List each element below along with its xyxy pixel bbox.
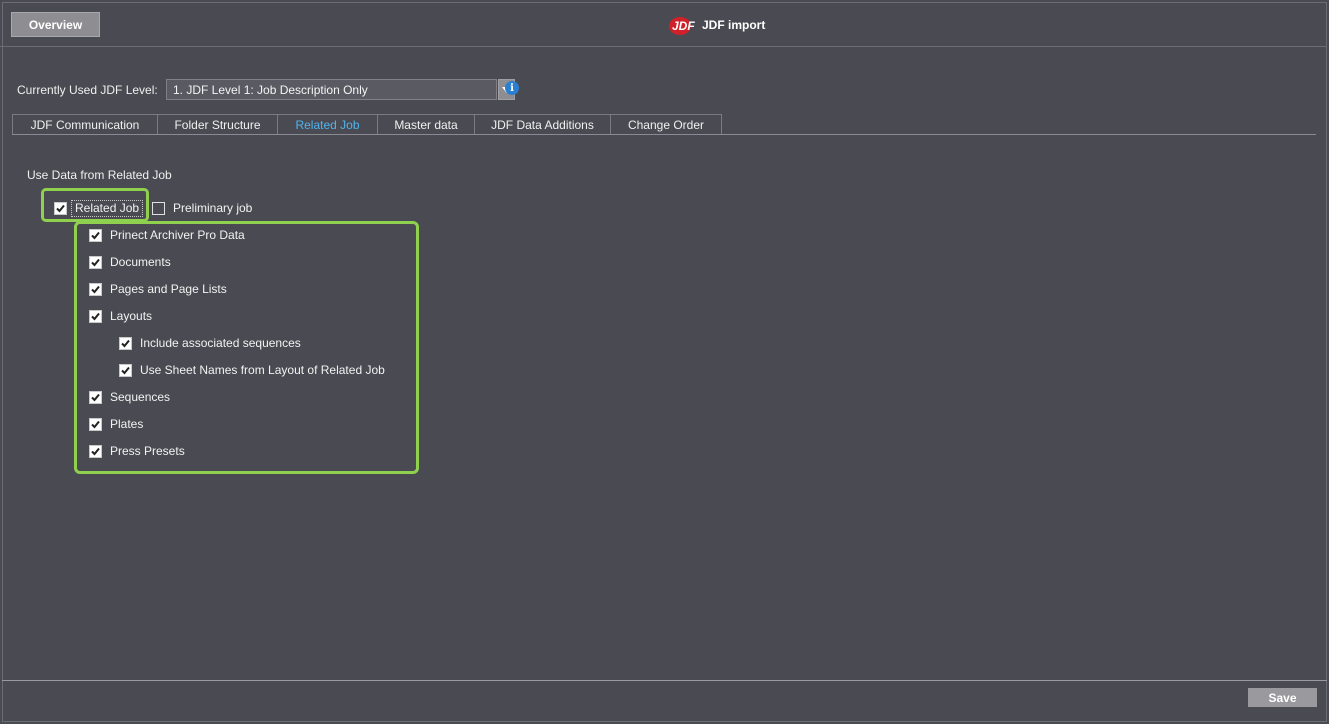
tab-jdf-data-additions[interactable]: JDF Data Additions: [474, 114, 611, 135]
option-include-sequences[interactable]: Include associated sequences: [119, 335, 301, 351]
checkmark-icon: [91, 420, 100, 428]
option-sheet-names[interactable]: Use Sheet Names from Layout of Related J…: [119, 362, 385, 378]
preliminary-job-label: Preliminary job: [173, 201, 253, 215]
jdf-level-select[interactable]: 1. JDF Level 1: Job Description Only: [166, 79, 497, 100]
related-job-checkbox[interactable]: [54, 201, 67, 215]
prinect-archiver-checkbox[interactable]: [89, 228, 102, 242]
tab-bar: JDF Communication Folder Structure Relat…: [12, 114, 722, 135]
tab-related-job[interactable]: Related Job: [277, 114, 378, 135]
tab-jdf-communication[interactable]: JDF Communication: [12, 114, 158, 135]
option-press-presets[interactable]: Press Presets: [89, 443, 185, 459]
related-job-label: Related Job: [75, 201, 140, 215]
top-bar: Overview JDF JDF import: [0, 0, 1327, 47]
layouts-checkbox[interactable]: [89, 309, 102, 323]
checkmark-icon: [91, 258, 100, 266]
checkmark-icon: [91, 285, 100, 293]
pages-checkbox[interactable]: [89, 282, 102, 296]
checkmark-icon: [91, 231, 100, 239]
overview-button[interactable]: Overview: [11, 12, 100, 37]
checkmark-icon: [56, 204, 65, 212]
footer-divider: [2, 680, 1327, 681]
tab-master-data[interactable]: Master data: [377, 114, 475, 135]
checkmark-icon: [121, 366, 130, 374]
jdf-level-control: 1. JDF Level 1: Job Description Only i: [17, 79, 537, 100]
option-label: Include associated sequences: [140, 336, 301, 350]
focus-indicator: [71, 200, 143, 217]
highlight-options-group: [74, 221, 419, 474]
jdf-level-row: Currently Used JDF Level:: [17, 79, 158, 100]
jdf-level-label: Currently Used JDF Level:: [17, 82, 158, 97]
jdf-logo-icon: JDF: [668, 14, 696, 36]
sheet-names-checkbox[interactable]: [119, 363, 132, 377]
info-icon[interactable]: i: [505, 81, 519, 95]
window-title: JDF JDF import: [668, 14, 765, 36]
option-label: Prinect Archiver Pro Data: [110, 228, 245, 242]
tab-change-order[interactable]: Change Order: [610, 114, 722, 135]
option-label: Sequences: [110, 390, 171, 404]
option-sequences[interactable]: Sequences: [89, 389, 170, 405]
tab-divider: [12, 134, 1316, 135]
include-sequences-checkbox[interactable]: [119, 336, 132, 350]
plates-checkbox[interactable]: [89, 417, 102, 431]
option-layouts[interactable]: Layouts: [89, 308, 152, 324]
option-label: Press Presets: [110, 444, 185, 458]
documents-checkbox[interactable]: [89, 255, 102, 269]
tab-folder-structure[interactable]: Folder Structure: [157, 114, 278, 135]
checkmark-icon: [91, 393, 100, 401]
highlight-related-job: [41, 188, 149, 222]
option-pages[interactable]: Pages and Page Lists: [89, 281, 227, 297]
related-job-checkbox-row[interactable]: Related Job: [54, 200, 139, 216]
option-prinect-archiver[interactable]: Prinect Archiver Pro Data: [89, 227, 245, 243]
press-presets-checkbox[interactable]: [89, 444, 102, 458]
option-label: Use Sheet Names from Layout of Related J…: [140, 363, 385, 377]
checkmark-icon: [91, 312, 100, 320]
jdf-logo-text: JDF: [672, 19, 695, 33]
title-text: JDF import: [702, 18, 766, 32]
option-label: Pages and Page Lists: [110, 282, 227, 296]
checkmark-icon: [121, 339, 130, 347]
sequences-checkbox[interactable]: [89, 390, 102, 404]
option-label: Documents: [110, 255, 171, 269]
checkmark-icon: [91, 447, 100, 455]
option-label: Layouts: [110, 309, 153, 323]
preliminary-job-checkbox[interactable]: [152, 201, 165, 215]
option-label: Plates: [110, 417, 144, 431]
save-button[interactable]: Save: [1248, 688, 1317, 707]
preliminary-job-checkbox-row[interactable]: Preliminary job: [152, 200, 252, 216]
section-title: Use Data from Related Job: [27, 168, 172, 182]
option-plates[interactable]: Plates: [89, 416, 143, 432]
option-documents[interactable]: Documents: [89, 254, 171, 270]
